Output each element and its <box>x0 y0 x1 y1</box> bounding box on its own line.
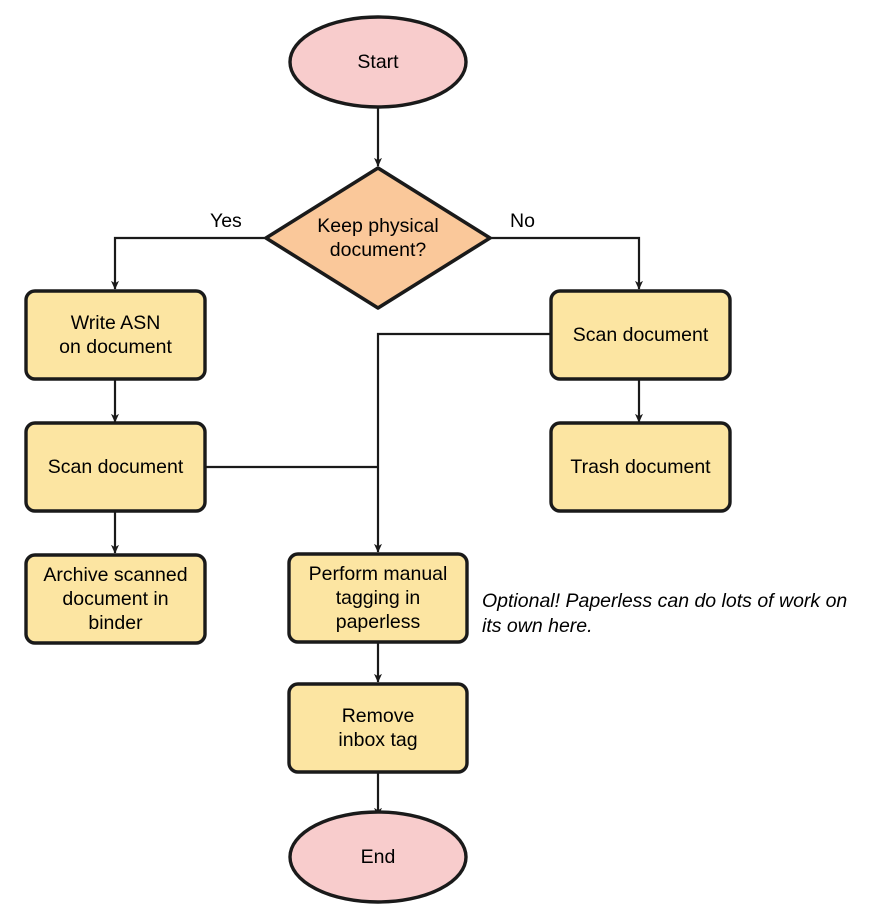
edge-label-no: No <box>510 210 535 232</box>
node-trash-document[interactable] <box>549 421 732 513</box>
edge-decision-no-to-scan-right <box>490 236 643 290</box>
edge-scan-right-to-manual-tagging <box>374 332 551 553</box>
node-remove-inbox-tag[interactable] <box>287 682 469 774</box>
node-scan-document-left[interactable] <box>24 421 207 513</box>
edge-label-yes: Yes <box>210 210 242 232</box>
node-archive-in-binder[interactable] <box>24 553 207 645</box>
node-perform-manual-tagging[interactable] <box>287 552 469 644</box>
node-write-asn[interactable] <box>24 289 207 381</box>
edge-decision-yes-to-write-asn <box>111 236 266 290</box>
node-scan-document-right[interactable] <box>549 289 732 381</box>
node-end[interactable] <box>288 810 468 904</box>
optional-note: Optional! Paperless can do lots of work … <box>482 590 848 637</box>
node-start[interactable] <box>288 15 468 109</box>
node-decision-keep-physical-document[interactable] <box>264 166 492 310</box>
